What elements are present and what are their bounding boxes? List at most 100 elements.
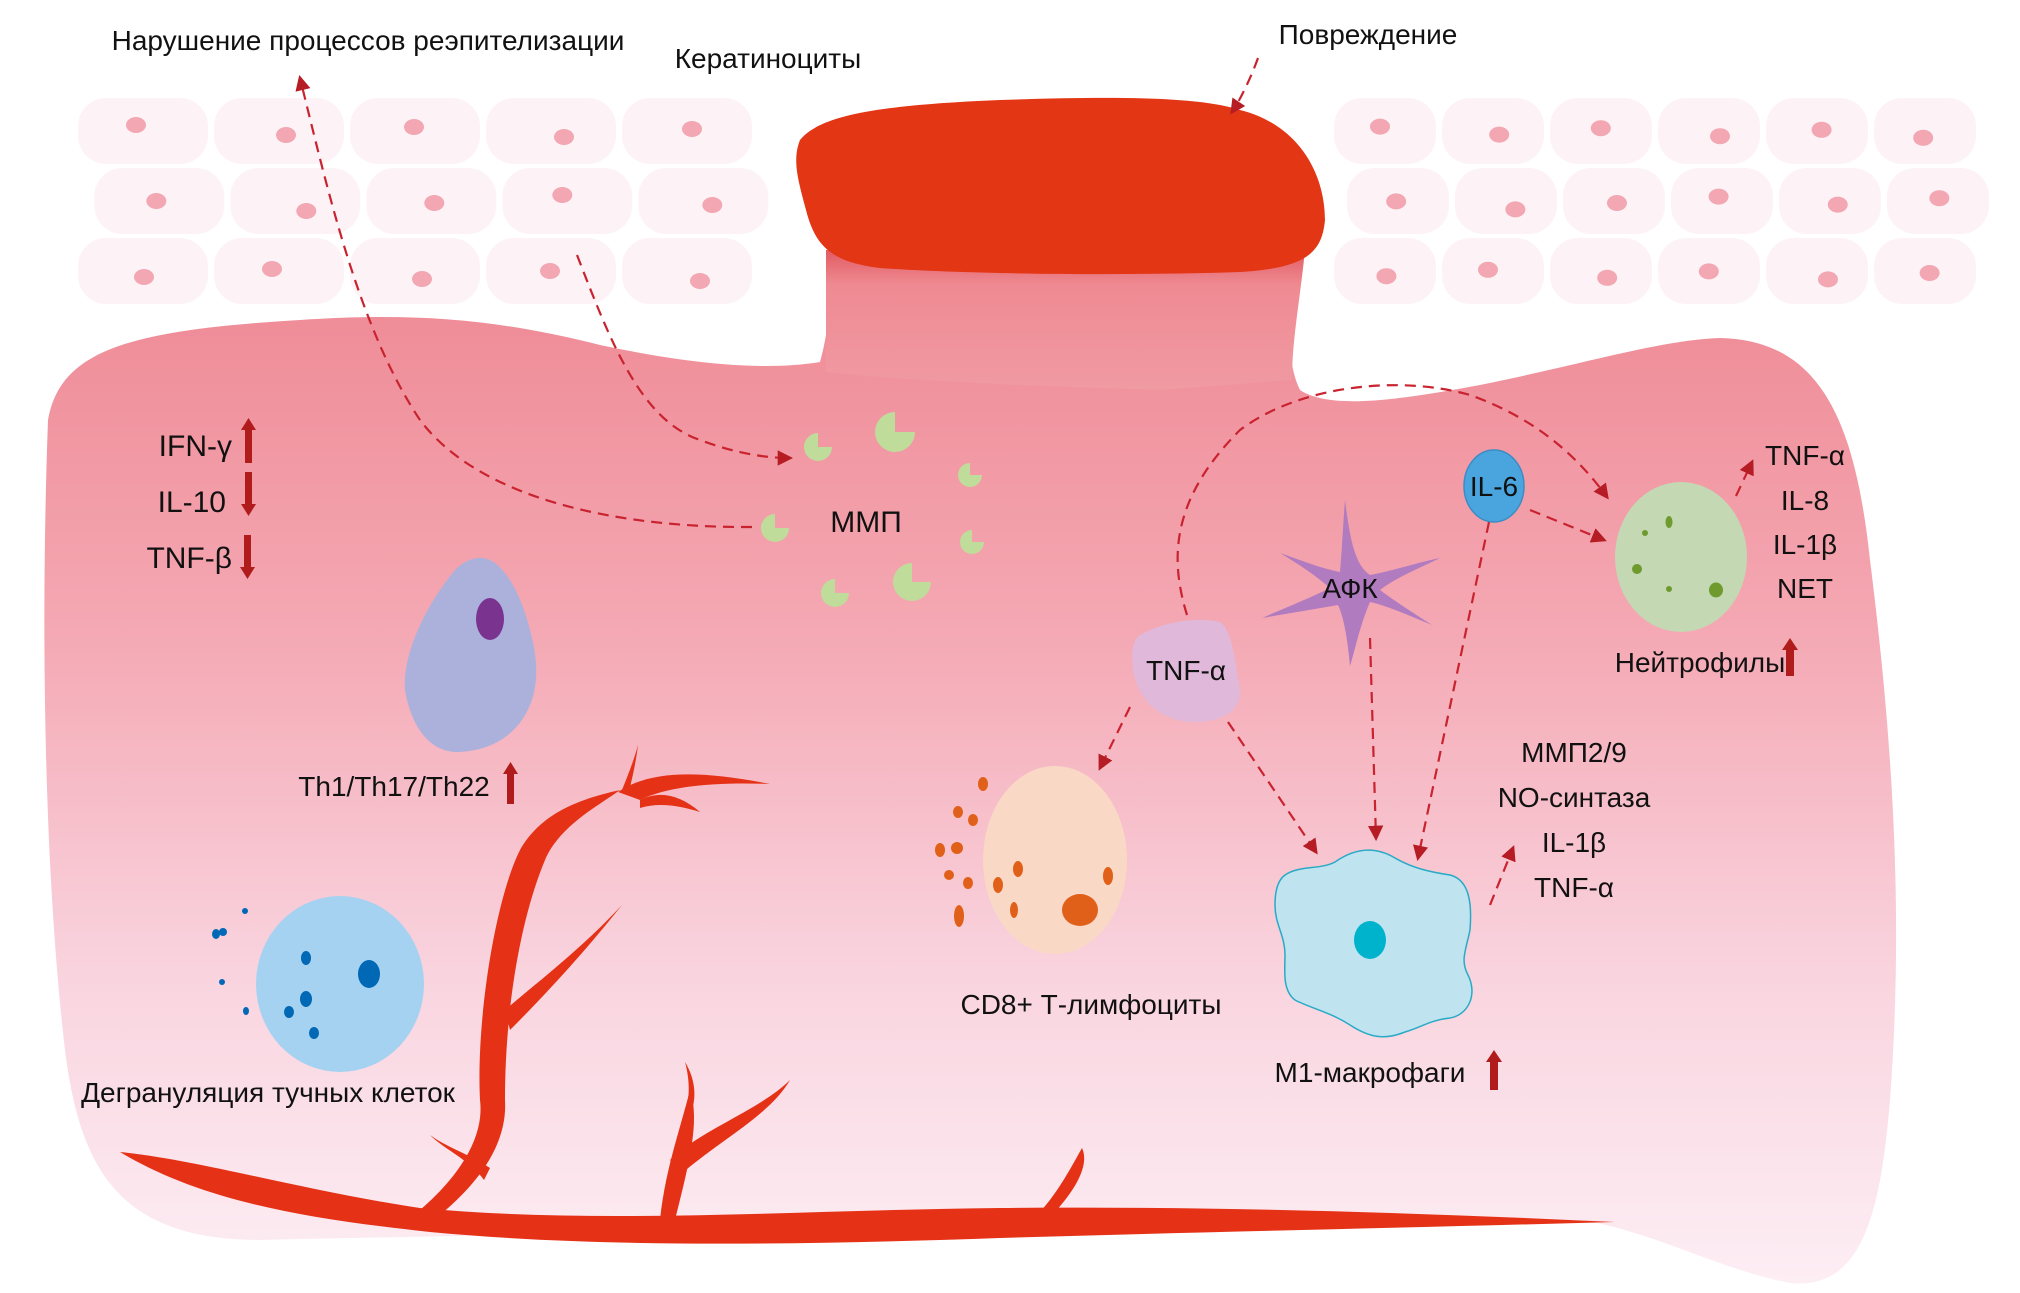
pathway-arrows [295,57,1754,906]
granule [219,979,225,985]
cd8-label: CD8+ Т-лимфоциты [960,989,1221,1020]
th-nucleus [476,598,504,640]
keratinocyte-nucleus [1386,193,1407,210]
neutrophil-products: TNF-α IL-8 IL-1β NET [1765,440,1845,604]
tnf-alpha-node-label: TNF-α [1146,655,1226,686]
mmp-enzyme-icon [960,530,984,554]
keratinocyte-nucleus [552,187,573,203]
increase-arrow-icon [1782,638,1798,676]
keratinocyte-cell [1550,238,1652,304]
granule [219,928,227,936]
ros-label: АФК [1322,573,1378,604]
keratinocyte-cell [486,98,616,164]
arrow-tnf-to-macrophage [1227,721,1318,855]
mmp-enzyme-icon [761,514,789,542]
keratinocyte-nucleus [134,269,154,285]
granule [978,777,988,791]
keratinocyte-nucleus [1606,195,1627,211]
wound-damage [796,97,1325,275]
keratinocyte-layer-left [78,98,769,304]
granule [1013,861,1023,877]
mmp-enzyme-icon [804,433,832,461]
mmp-enzyme-icon [958,463,982,487]
keratinocyte-nucleus [424,195,445,211]
keratinocyte-nucleus [682,121,702,137]
granule [1062,894,1098,926]
cytokine-ifn-gamma: IFN-γ [159,430,232,463]
keratinocytes-label: Кератиноциты [675,43,862,74]
keratinocyte-cell [350,238,480,304]
arrow-macrophage-to-products [1488,845,1516,906]
mmp-enzyme-icon [893,563,931,601]
keratinocyte-nucleus [1505,201,1526,218]
macrophage-nucleus [1354,921,1386,959]
cytokine-change-list: IFN-γ IL-10 TNF-β [146,418,256,579]
increase-arrow-icon [503,762,518,804]
neutrophil-product: NET [1777,573,1833,604]
arrow-damage-pointer [1230,57,1260,115]
keratinocyte-nucleus [1913,129,1934,146]
keratinocyte-cell [1658,98,1760,164]
arrow-il6-to-macrophage [1413,521,1491,862]
mmp-enzyme-icon [821,579,849,607]
keratinocyte-nucleus [1827,196,1848,213]
mmp-label: ММП [830,506,902,539]
mmp-enzyme-icon [875,412,915,452]
cytokine-il10: IL-10 [158,486,226,519]
keratinocyte-nucleus [126,117,146,133]
granule [300,991,312,1007]
m1-macrophage-cell [1274,849,1473,1038]
keratinocyte-cell [622,238,752,304]
keratinocyte-nucleus [1811,121,1832,138]
granule [1103,867,1113,885]
macrophage-products: ММП2/9 NO-синтаза IL-1β TNF-α [1498,737,1651,903]
mast-cells-label: Дегрануляция тучных клеток [81,1077,456,1108]
keratinocyte-nucleus [1698,263,1719,280]
granule [1010,902,1018,918]
th-cell [404,557,537,752]
granule [968,814,978,826]
keratinocyte-nucleus [1919,265,1940,281]
macrophage-product: ММП2/9 [1521,737,1627,768]
granule [358,960,380,988]
keratinocyte-nucleus [1929,190,1950,207]
keratinocyte-nucleus [1590,120,1611,137]
granule [963,877,973,889]
wound-base [826,250,1305,390]
arrow-down-icon [240,535,255,579]
keratinocyte-cell [230,168,361,234]
keratinocyte-nucleus [262,261,282,277]
reepithelization-label: Нарушение процессов реэпителизации [112,25,625,56]
macrophage-product: TNF-α [1534,872,1614,903]
th-cells-label: Th1/Th17/Th22 [298,771,489,802]
granule [954,905,964,927]
granule [993,877,1003,893]
keratinocyte-nucleus [404,119,424,135]
mast-cell [212,896,424,1072]
keratinocyte-nucleus [554,129,574,145]
neutrophil-product: IL-8 [1781,485,1829,516]
arrow-up-icon [241,418,256,463]
neutrophil-cell [1615,482,1747,632]
keratinocyte-nucleus [276,127,296,143]
granule [944,870,954,880]
keratinocyte-nucleus [1489,126,1510,143]
keratinocyte-nucleus [296,203,317,219]
increase-arrow-icon [1486,1050,1502,1090]
arrow-mmp-to-reepithelization [295,75,753,529]
mmp-enzymes [761,412,984,607]
keratinocyte-nucleus [1710,128,1730,145]
keratinocyte-cell [78,98,208,164]
neutrophil-product: IL-1β [1773,529,1837,560]
granule [301,951,311,965]
arrow-down-icon [241,472,256,516]
ros-node: АФК [1262,500,1440,666]
keratinocyte-nucleus [1478,261,1498,278]
damage-label: Повреждение [1279,19,1458,50]
keratinocyte-cell [1454,168,1557,234]
cd8-t-cell [935,766,1127,954]
granule [309,1027,319,1039]
granule [242,908,248,914]
keratinocyte-nucleus [690,273,710,289]
